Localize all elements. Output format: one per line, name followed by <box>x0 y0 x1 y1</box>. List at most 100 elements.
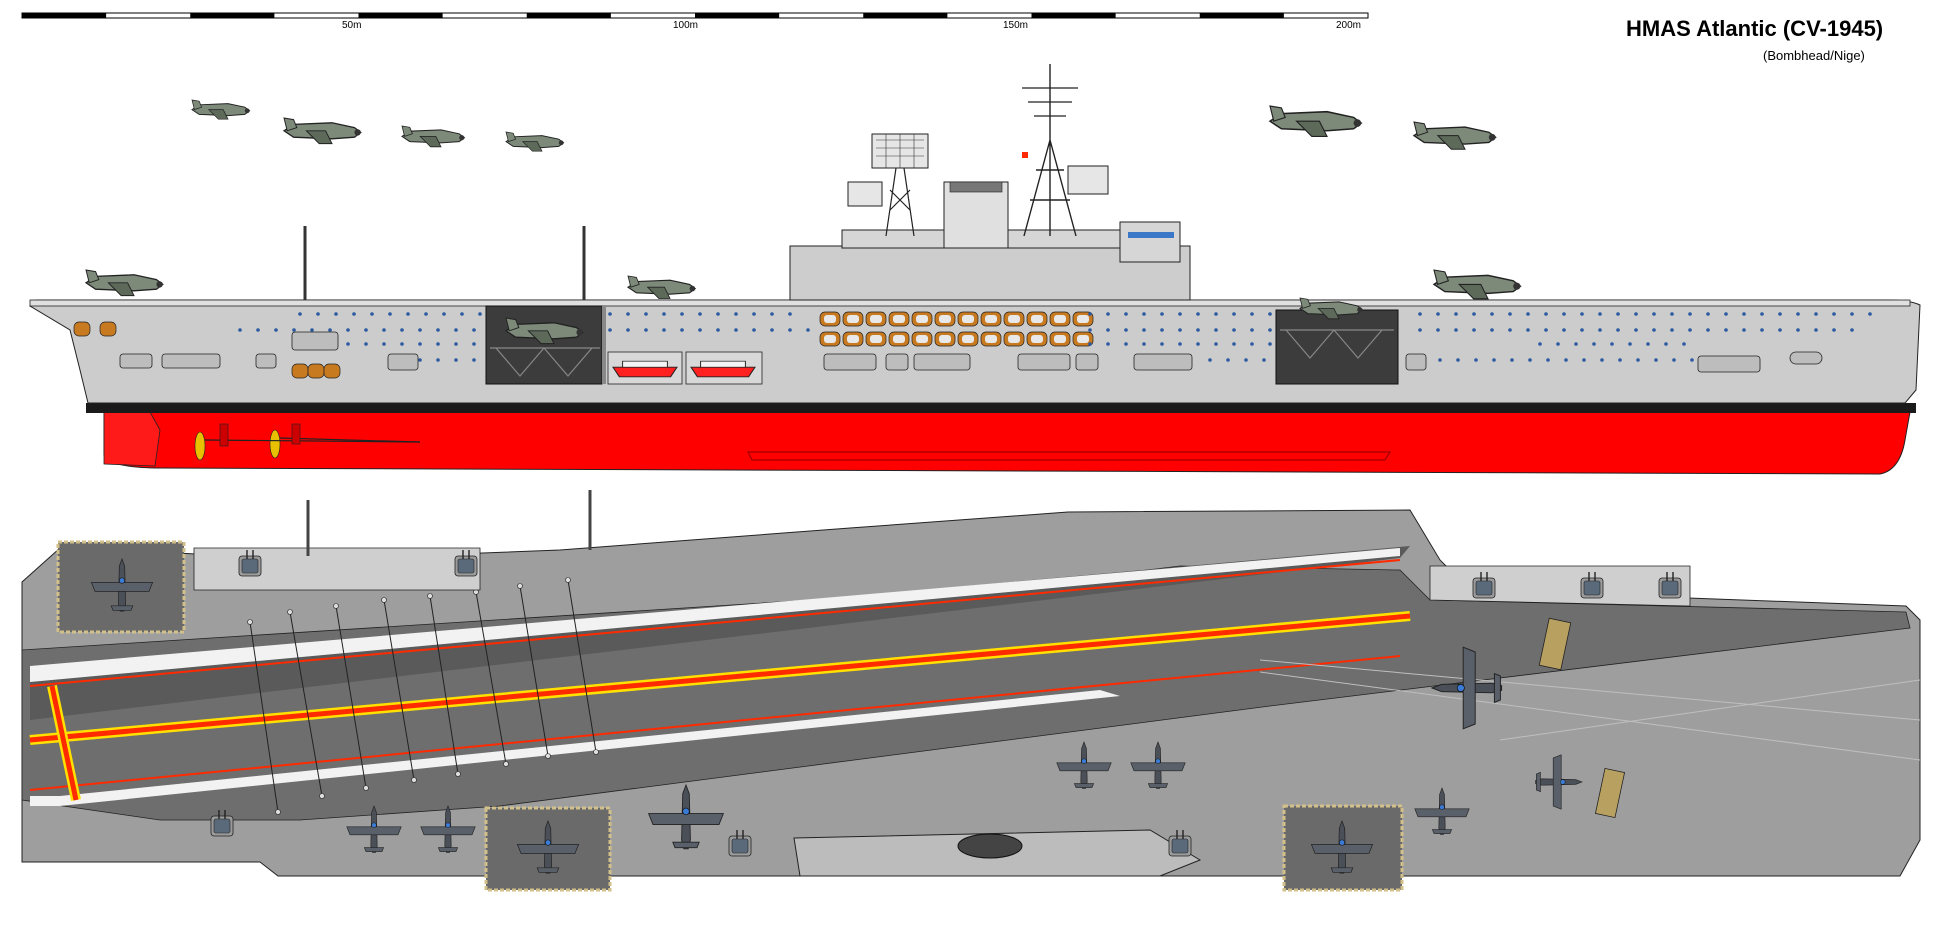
scale-label-100m: 100m <box>673 20 698 31</box>
porthole <box>1832 328 1836 332</box>
porthole <box>1634 312 1638 316</box>
porthole <box>788 328 792 332</box>
porthole <box>1508 328 1512 332</box>
porthole <box>1796 312 1800 316</box>
porthole <box>1526 312 1530 316</box>
porthole <box>1250 312 1254 316</box>
stern-skeg <box>103 411 161 467</box>
porthole <box>680 312 684 316</box>
porthole <box>1454 328 1458 332</box>
porthole <box>734 328 738 332</box>
porthole <box>460 312 464 316</box>
porthole <box>478 312 482 316</box>
porthole <box>1196 342 1200 346</box>
porthole <box>1244 358 1248 362</box>
porthole <box>1490 328 1494 332</box>
porthole <box>256 328 260 332</box>
porthole <box>1268 312 1272 316</box>
porthole <box>1814 312 1818 316</box>
aircraft-profile <box>1269 105 1363 138</box>
scale-bar-segment <box>1031 13 1116 18</box>
porthole <box>1250 342 1254 346</box>
porthole <box>1610 342 1614 346</box>
porthole <box>788 312 792 316</box>
porthole <box>734 312 738 316</box>
porthole <box>1528 358 1532 362</box>
arresting-wire <box>335 605 367 789</box>
porthole <box>1600 358 1604 362</box>
blast-deflector <box>1594 767 1626 819</box>
catapult-tracks <box>1259 659 1921 761</box>
scale-bar-segment <box>863 13 948 18</box>
funnel-plan <box>957 833 1023 859</box>
porthole <box>1250 328 1254 332</box>
porthole <box>698 328 702 332</box>
porthole <box>1616 312 1620 316</box>
portholes <box>238 312 1872 362</box>
porthole <box>1618 358 1622 362</box>
porthole <box>1688 328 1692 332</box>
arresting-wire <box>519 585 549 757</box>
porthole <box>1670 312 1674 316</box>
scale-label-200m: 200m <box>1336 20 1361 31</box>
porthole <box>1580 312 1584 316</box>
porthole <box>716 312 720 316</box>
porthole <box>1124 328 1128 332</box>
porthole <box>1724 328 1728 332</box>
porthole <box>1178 328 1182 332</box>
porthole <box>1546 358 1550 362</box>
porthole <box>382 328 386 332</box>
porthole <box>1088 312 1092 316</box>
porthole <box>1214 328 1218 332</box>
side-profile-view <box>29 64 1921 475</box>
porthole <box>1214 342 1218 346</box>
main-mast <box>1023 64 1077 237</box>
deck-edge-marking <box>30 548 1400 682</box>
porthole <box>1682 342 1686 346</box>
porthole <box>1742 312 1746 316</box>
porthole <box>1706 328 1710 332</box>
porthole <box>382 342 386 346</box>
porthole <box>1544 328 1548 332</box>
porthole <box>1160 328 1164 332</box>
porthole <box>1160 312 1164 316</box>
porthole <box>1472 328 1476 332</box>
porthole <box>1268 328 1272 332</box>
porthole <box>1690 358 1694 362</box>
porthole <box>1472 312 1476 316</box>
porthole <box>424 312 428 316</box>
arresting-wire <box>429 595 459 775</box>
porthole <box>1160 342 1164 346</box>
carley-float <box>73 321 91 337</box>
porthole <box>1672 358 1676 362</box>
scale-label-150m: 150m <box>1003 20 1028 31</box>
porthole <box>1474 358 1478 362</box>
porthole <box>1438 358 1442 362</box>
sponson <box>1789 351 1823 365</box>
porthole <box>1142 342 1146 346</box>
porthole <box>1544 312 1548 316</box>
hangar-opening <box>1275 309 1399 385</box>
landing-cross <box>49 685 79 801</box>
aircraft-profile <box>191 99 251 120</box>
sponson <box>823 353 877 371</box>
porthole <box>644 312 648 316</box>
propellers <box>194 423 421 461</box>
scale-bar-segment <box>526 13 611 18</box>
sponson <box>119 353 153 369</box>
porthole <box>370 312 374 316</box>
porthole <box>1580 328 1584 332</box>
porthole <box>1564 358 1568 362</box>
porthole <box>1124 342 1128 346</box>
scale-bar-segment <box>22 13 107 18</box>
arresting-wires <box>247 577 599 815</box>
porthole <box>608 312 612 316</box>
porthole <box>400 328 404 332</box>
porthole <box>752 328 756 332</box>
porthole <box>274 328 278 332</box>
porthole <box>298 312 302 316</box>
aircraft-profile <box>505 131 565 152</box>
porthole <box>1832 312 1836 316</box>
porthole <box>1106 342 1110 346</box>
